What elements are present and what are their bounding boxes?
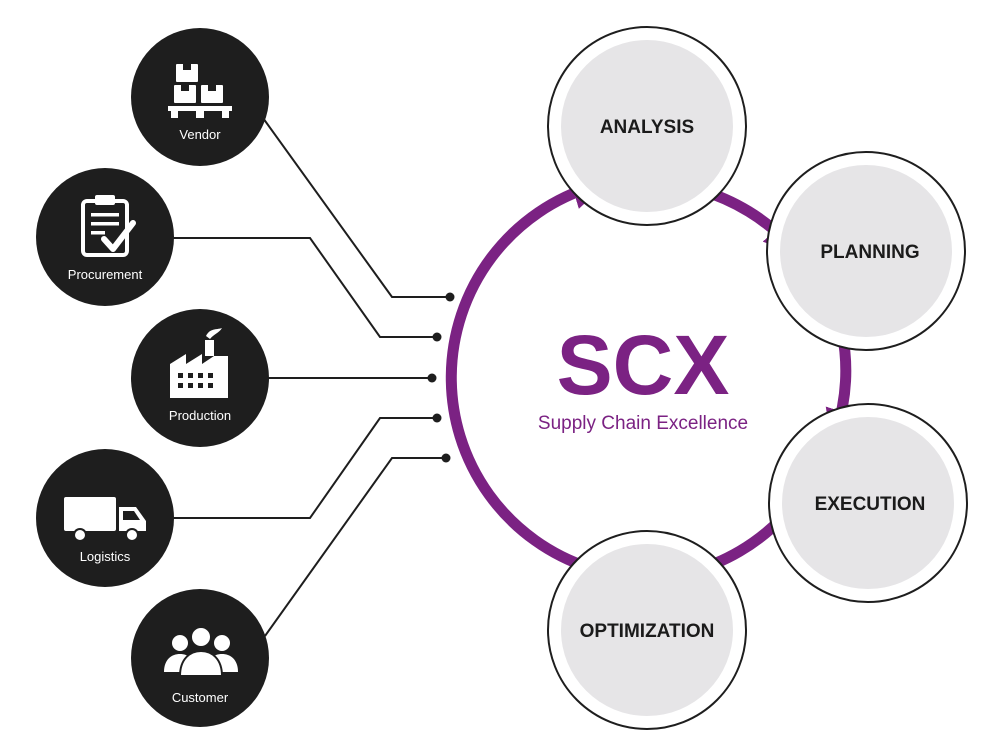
- stage-execution: EXECUTION: [768, 403, 968, 603]
- stage-label: PLANNING: [820, 242, 919, 263]
- stage-analysis: ANALYSIS: [547, 26, 747, 226]
- truck-icon: [64, 497, 146, 542]
- connector-logistics: [172, 417, 437, 519]
- node-logistics: Logistics: [36, 449, 174, 587]
- node-label: Vendor: [179, 127, 221, 142]
- stage-inner-disc: [561, 40, 733, 212]
- factory-icon: [170, 328, 228, 398]
- node-label: Logistics: [80, 549, 131, 564]
- node-label: Procurement: [68, 267, 143, 282]
- connector-dot: [441, 453, 451, 463]
- node-label: Customer: [172, 690, 229, 705]
- stage-label: ANALYSIS: [600, 117, 694, 138]
- connector-procurement: [172, 237, 437, 338]
- node-procurement: Procurement: [36, 168, 174, 306]
- stage-label: EXECUTION: [815, 494, 926, 515]
- node-label: Production: [169, 408, 231, 423]
- connector-dots: [427, 292, 455, 463]
- node-vendor: Vendor: [131, 28, 269, 166]
- arrow-optimization-to-analysis: [445, 175, 608, 574]
- stage-label: OPTIMIZATION: [580, 621, 715, 642]
- stage-inner-disc: [782, 417, 954, 589]
- connector-dot: [445, 292, 455, 302]
- clipboard-check-icon: [81, 195, 136, 257]
- stage-optimization: OPTIMIZATION: [547, 530, 747, 730]
- stage-inner-disc: [780, 165, 952, 337]
- people-group-icon: [164, 626, 238, 677]
- node-customer: Customer: [131, 589, 269, 727]
- connector-vendor: [262, 117, 450, 298]
- node-disc: [131, 28, 269, 166]
- connector-lines: [172, 117, 450, 637]
- stage-inner-disc: [561, 544, 733, 716]
- node-production: Production: [131, 309, 269, 447]
- connector-dot: [432, 413, 442, 423]
- connector-dot: [427, 373, 437, 383]
- pallet-boxes-icon: [168, 64, 232, 118]
- connector-customer: [264, 457, 446, 637]
- connector-dot: [432, 332, 442, 342]
- center-subtitle: Supply Chain Excellence: [538, 413, 748, 434]
- stage-planning: PLANNING: [766, 151, 966, 351]
- center-title: SCX: [557, 318, 730, 412]
- center-title-group: SCX Supply Chain Excellence: [538, 318, 748, 434]
